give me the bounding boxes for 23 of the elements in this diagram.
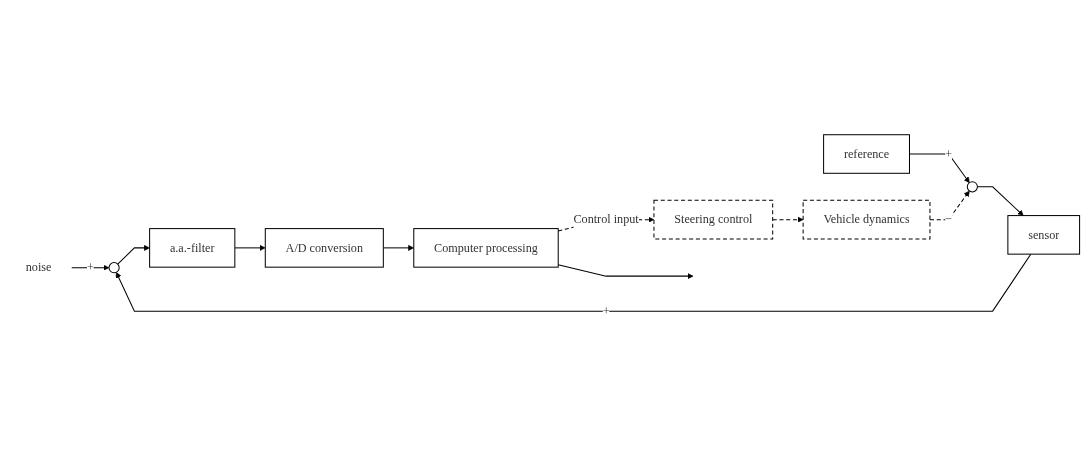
node-box: reference: [823, 134, 910, 174]
node-box: Computer processing: [413, 228, 559, 268]
edge-label: +: [602, 304, 610, 318]
arrow: [772, 216, 804, 223]
node-text: noise: [25, 260, 52, 275]
edge-label: Control input: [573, 212, 639, 227]
node-box: a.a.-filter: [149, 228, 236, 268]
arrow: [929, 190, 970, 221]
arrow: [117, 244, 150, 265]
node-box: Vehicle dynamics: [802, 199, 931, 240]
arrow: [909, 153, 970, 183]
edge-label: +: [945, 146, 953, 161]
arrow: [115, 253, 1032, 312]
arrow: [976, 186, 1024, 216]
edge-label: +: [86, 260, 94, 275]
node-box: Steering control: [653, 199, 774, 240]
node-box: sensor: [1007, 215, 1081, 255]
node-box: A/D conversion: [264, 228, 384, 268]
arrow: [71, 264, 110, 271]
arrow: [234, 244, 266, 251]
node-circle: [108, 262, 120, 274]
edge-label: −: [945, 212, 953, 227]
node-circle: [966, 181, 978, 193]
